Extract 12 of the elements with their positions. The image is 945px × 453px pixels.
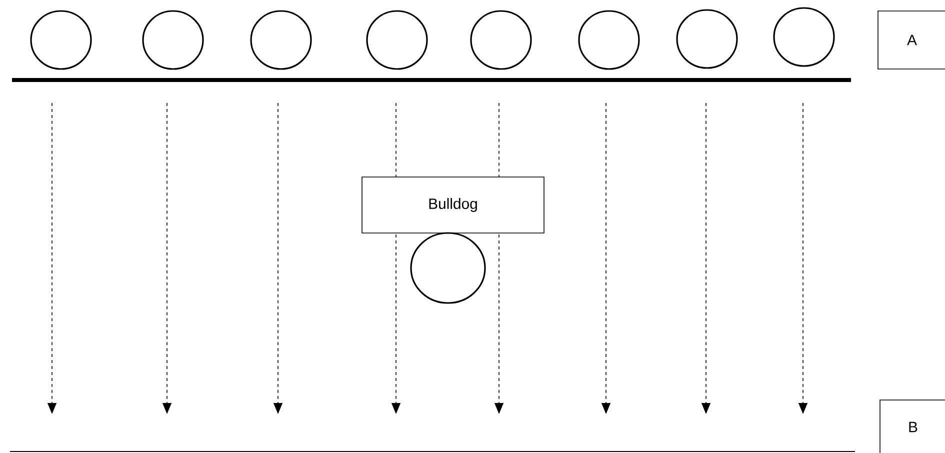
player-circle xyxy=(773,7,835,67)
label-box: A xyxy=(878,10,945,70)
label-box: B xyxy=(880,400,945,453)
label-box: Bulldog xyxy=(362,176,544,234)
player-circle xyxy=(410,232,486,304)
player-circle xyxy=(250,10,312,70)
player-circle xyxy=(470,10,532,70)
player-circle xyxy=(578,10,640,70)
player-circle xyxy=(142,10,204,70)
player-circle xyxy=(30,10,92,70)
player-circle xyxy=(366,10,428,70)
player-circle xyxy=(676,9,738,69)
